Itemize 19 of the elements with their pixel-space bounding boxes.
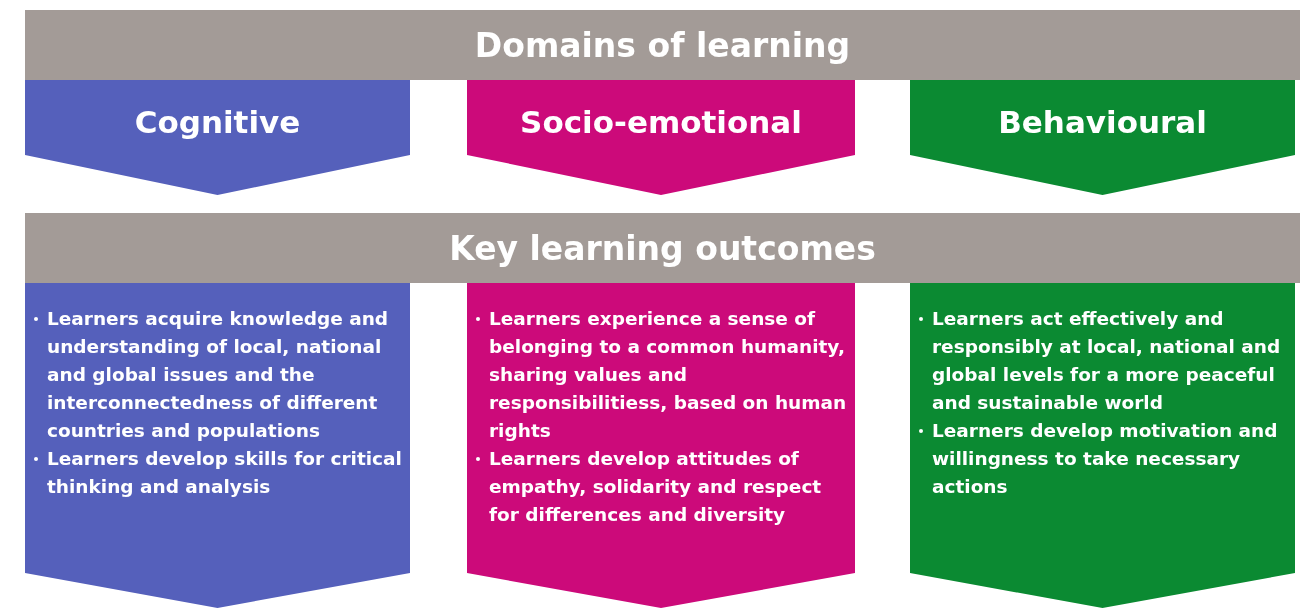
- outcome-text: Learners acquire knowledge and understanding of local, national and global issues and the interconnectedness of different countries and populations: [47, 307, 390, 443]
- outcome-text: Learners develop skills for critical thinking and analysis: [47, 447, 402, 499]
- chevron-banner: [910, 283, 1295, 608]
- chevron-banner: [467, 80, 855, 195]
- outcome-text: Learners experience a sense of belonging to a common humanity, sharing values and responsibilitiess, based on human rights: [489, 307, 847, 443]
- chevron-banner: [467, 283, 855, 608]
- band-title: Domains of learning: [474, 25, 851, 65]
- header-band: [25, 213, 1300, 283]
- domain-title: Socio-emotional: [519, 104, 803, 140]
- outcome-text: Learners develop motivation and willingness to take necessary actions: [932, 419, 1279, 499]
- chevron-banner: [910, 80, 1295, 195]
- domain-title: Cognitive: [133, 104, 302, 140]
- outcome-text: Learners develop attitudes of empathy, solidarity and respect for differences and diversity: [489, 447, 823, 527]
- header-band: [25, 10, 1300, 80]
- chevron-banner: [25, 80, 410, 195]
- outcome-text: Learners act effectively and responsibly at local, national and global levels for a more peaceful and sustainable world: [932, 307, 1282, 415]
- domain-title: Behavioural: [997, 104, 1208, 140]
- band-title: Key learning outcomes: [449, 228, 876, 268]
- chevron-banner: [25, 283, 410, 608]
